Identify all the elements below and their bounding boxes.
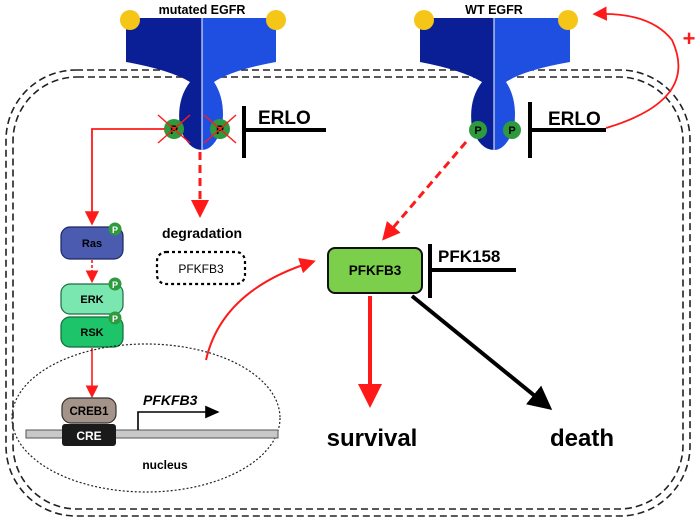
feedback-arrow bbox=[592, 6, 680, 129]
phospho-site: P bbox=[503, 121, 521, 139]
ligand-icon bbox=[558, 10, 578, 30]
phospho-site: P bbox=[469, 121, 487, 139]
degraded-pfkfb3-box bbox=[155, 250, 247, 286]
survival-label: survival bbox=[327, 425, 418, 452]
ras-kinase: Ras P bbox=[60, 222, 124, 260]
wt-egfr-receptor bbox=[420, 18, 570, 150]
pfkfb3-protein: PFKFB3 bbox=[327, 247, 423, 294]
pfk158-inhibitor: PFK158 bbox=[428, 244, 516, 298]
svg-text:PFK158: PFK158 bbox=[438, 247, 500, 266]
svg-text:ERLO: ERLO bbox=[258, 108, 311, 129]
creb1-factor: CREB1 bbox=[61, 397, 117, 424]
svg-text:Ras: Ras bbox=[82, 238, 102, 250]
cell-membrane-inner bbox=[12, 76, 684, 510]
svg-text:P: P bbox=[216, 123, 224, 137]
svg-text:CREB1: CREB1 bbox=[70, 406, 110, 418]
svg-text:P: P bbox=[112, 225, 118, 235]
degraded-pfkfb3-label: PFKFB3 bbox=[178, 262, 224, 276]
nucleus-label: nucleus bbox=[142, 458, 188, 472]
phospho-site-crossed: P bbox=[157, 114, 191, 144]
mutated-egfr-receptor bbox=[126, 18, 276, 150]
svg-text:PFKFB3: PFKFB3 bbox=[349, 263, 402, 278]
svg-text:P: P bbox=[112, 314, 118, 324]
ligand-icon bbox=[414, 10, 434, 30]
ligand-icon bbox=[120, 10, 140, 30]
svg-text:CRE: CRE bbox=[76, 429, 101, 443]
erk-kinase: ERK P bbox=[60, 277, 124, 315]
degradation-label: degradation bbox=[162, 225, 242, 241]
egfr-to-ras-arrow bbox=[84, 128, 165, 226]
wt-egfr-label: WT EGFR bbox=[465, 3, 523, 17]
svg-text:RSK: RSK bbox=[80, 327, 103, 339]
svg-text:P: P bbox=[170, 123, 178, 137]
pfkfb3-gene-label: PFKFB3 bbox=[143, 392, 198, 408]
wt-egfr-to-pfkfb3-arrow bbox=[382, 141, 468, 241]
svg-text:P: P bbox=[474, 125, 481, 137]
ligand-icon bbox=[266, 10, 286, 30]
dna-strand bbox=[25, 429, 279, 439]
gene-to-protein-arrow bbox=[205, 257, 316, 361]
erlo-inhibitor-mutated: ERLO bbox=[242, 106, 326, 158]
phospho-site-crossed: P bbox=[203, 114, 237, 144]
cre-element: CRE bbox=[62, 424, 116, 446]
svg-text:P: P bbox=[508, 125, 515, 137]
rsk-kinase: RSK P bbox=[60, 311, 124, 348]
pfkfb3-to-death-arrow bbox=[410, 294, 553, 411]
death-label: death bbox=[550, 425, 614, 452]
feedback-plus-sign: + bbox=[683, 26, 696, 51]
svg-text:ERLO: ERLO bbox=[548, 109, 601, 130]
nucleus bbox=[11, 343, 281, 493]
mutated-egfr-label: mutated EGFR bbox=[159, 3, 246, 17]
erlo-inhibitor-wt: ERLO bbox=[528, 102, 606, 158]
svg-text:ERK: ERK bbox=[80, 294, 103, 306]
svg-text:P: P bbox=[112, 280, 118, 290]
cell-membrane-outer bbox=[5, 69, 691, 517]
transcription-arrow bbox=[137, 405, 220, 430]
